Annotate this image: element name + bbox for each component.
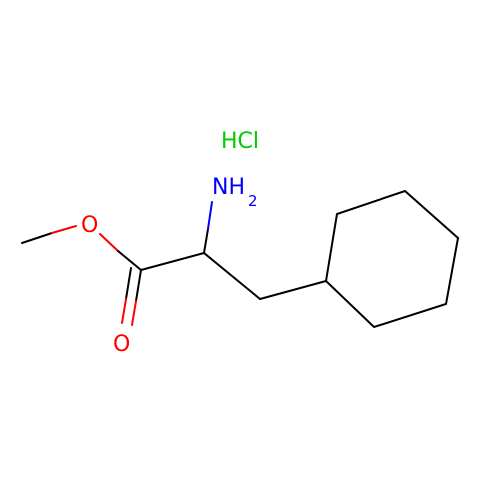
bond-carbonyl-double-b	[125, 267, 132, 300]
bond-methylene-ring	[259, 280, 327, 300]
salt-label: HCl	[221, 129, 259, 154]
amine-subscript: 2	[248, 192, 258, 210]
bond-methyl-oxygen	[21, 232, 53, 244]
amine-label: NH	[212, 175, 245, 200]
bond-carbonyl-double-b-red	[121, 298, 127, 324]
bond-alpha-nitrogen-blue	[207, 201, 213, 230]
bond-oxygen-carbonyl	[117, 250, 142, 271]
bond-alpha-nitrogen	[203, 228, 209, 254]
bond-carbonyl-double-a	[135, 269, 142, 302]
bond-carbonyl-alpha	[140, 252, 205, 271]
bond-oxygen-carbonyl-red	[99, 233, 119, 252]
bond-alpha-methylene	[203, 252, 261, 300]
bond-methyl-oxygen-red	[51, 225, 77, 234]
carbonyl-oxygen-label: O	[113, 332, 130, 357]
bond-carbonyl-double-a-red	[131, 300, 137, 326]
cyclohexane-ring	[324, 189, 460, 329]
methoxy-oxygen-label: O	[81, 213, 98, 238]
